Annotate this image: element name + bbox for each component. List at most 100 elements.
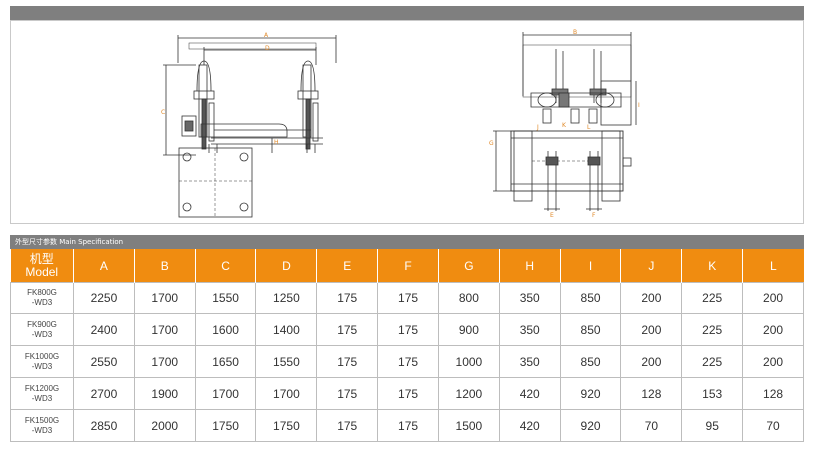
model-cell: FK1000G-WD3 (10, 345, 74, 378)
value-cell: 200 (742, 313, 804, 346)
value-cell: 920 (559, 377, 622, 410)
value-cell: 200 (742, 282, 804, 314)
value-cell: 350 (498, 345, 561, 378)
value-cell: 128 (620, 377, 683, 410)
dim-label-l: L (587, 124, 591, 131)
model-line: FK900G (27, 319, 57, 329)
value-cell: 420 (498, 377, 561, 410)
dim-label-a: A (264, 32, 269, 39)
value-cell: 1700 (255, 377, 318, 410)
value-cell: 850 (559, 313, 622, 346)
value-cell: 175 (377, 345, 439, 378)
value-cell: 175 (316, 345, 379, 378)
value-cell: 175 (316, 282, 379, 314)
side-view-labels: B I G J K L E F (489, 29, 640, 219)
specification-table: 机型 Model A B C D E F G H I J K L FK800G-… (10, 249, 804, 442)
value-cell: 2550 (73, 345, 135, 378)
column-header-c: C (195, 249, 257, 283)
value-cell: 175 (316, 409, 379, 442)
value-cell: 175 (377, 409, 439, 442)
value-cell: 225 (681, 282, 744, 314)
column-header-l: L (742, 249, 804, 283)
value-cell: 70 (742, 409, 804, 442)
dim-label-i: I (638, 102, 640, 109)
column-header-b: B (134, 249, 196, 283)
top-bar (10, 6, 804, 20)
value-cell: 1700 (133, 313, 196, 346)
value-cell: 1750 (255, 409, 318, 442)
dim-label-c: C (161, 109, 165, 116)
value-cell: 1600 (194, 313, 257, 346)
table-row: FK1500G-WD3 2850 2000 1750 1750 175 175 … (10, 409, 804, 442)
model-column-header: 机型 Model (10, 249, 74, 283)
model-line: FK800G (27, 288, 57, 297)
value-cell: 70 (620, 409, 683, 442)
front-view-labels: A D C H (161, 32, 279, 146)
model-line: FK1000G (24, 351, 60, 361)
value-cell: 1550 (255, 345, 318, 378)
model-cell: FK800G-WD3 (10, 282, 74, 314)
value-cell: 225 (681, 345, 744, 378)
dim-label-f: F (592, 212, 596, 219)
dim-label-g: G (489, 140, 494, 147)
value-cell: 1400 (255, 313, 318, 346)
model-cell: FK900G-WD3 (10, 313, 74, 346)
value-cell: 1900 (133, 377, 196, 410)
value-cell: 175 (377, 377, 439, 410)
model-line: -WD3 (31, 393, 53, 403)
value-cell: 1500 (437, 409, 500, 442)
value-cell: 2850 (73, 409, 135, 442)
column-header-j: J (620, 249, 683, 283)
technical-drawing-panel: A D C H (10, 20, 804, 224)
side-view-drawing (493, 32, 637, 211)
model-cell: FK1500G-WD3 (10, 409, 74, 442)
value-cell: 2250 (73, 282, 135, 314)
value-cell: 2400 (73, 313, 135, 346)
value-cell: 850 (559, 345, 622, 378)
dim-label-d: D (265, 45, 270, 52)
value-cell: 350 (498, 313, 561, 346)
value-cell: 850 (559, 282, 622, 314)
dim-label-b: B (573, 29, 577, 36)
value-cell: 153 (681, 377, 744, 410)
value-cell: 350 (498, 282, 561, 314)
dim-label-k: K (562, 122, 567, 129)
value-cell: 800 (437, 282, 500, 314)
table-row: FK1000G-WD3 2550 1700 1650 1550 175 175 … (10, 345, 804, 378)
table-body: FK800G-WD3 2250 1700 1550 1250 175 175 8… (10, 282, 804, 442)
model-line: FK1200G (24, 383, 60, 393)
model-line: -WD3 (31, 425, 53, 435)
model-line: -WD3 (31, 329, 53, 339)
column-header-i: I (560, 249, 622, 283)
value-cell: 1250 (255, 282, 318, 314)
value-cell: 1700 (194, 377, 257, 410)
table-row: FK1200G-WD3 2700 1900 1700 1700 175 175 … (10, 377, 804, 410)
value-cell: 1750 (194, 409, 257, 442)
value-cell: 1000 (437, 345, 500, 378)
spec-section-header: 外型尺寸参数 Main Specification (10, 235, 804, 249)
column-header-f: F (377, 249, 439, 283)
value-cell: 200 (620, 282, 683, 314)
value-cell: 920 (559, 409, 622, 442)
table-row: FK900G-WD3 2400 1700 1600 1400 175 175 9… (10, 313, 804, 346)
value-cell: 1700 (133, 345, 196, 378)
dim-label-j: J (536, 124, 539, 131)
value-cell: 2700 (73, 377, 135, 410)
dim-label-e: E (550, 212, 554, 219)
column-header-k: K (681, 249, 744, 283)
model-line: FK1500G (24, 415, 60, 425)
dim-label-h: H (274, 139, 279, 146)
value-cell: 95 (681, 409, 744, 442)
value-cell: 225 (681, 313, 744, 346)
model-header-cn: 机型 (29, 251, 54, 266)
value-cell: 1200 (437, 377, 500, 410)
column-header-a: A (73, 249, 135, 283)
value-cell: 1700 (133, 282, 196, 314)
value-cell: 900 (437, 313, 500, 346)
value-cell: 200 (620, 345, 683, 378)
model-header-en: Model (25, 264, 59, 279)
value-cell: 2000 (133, 409, 196, 442)
value-cell: 420 (498, 409, 561, 442)
model-line: -WD3 (31, 298, 53, 307)
column-header-g: G (438, 249, 500, 283)
